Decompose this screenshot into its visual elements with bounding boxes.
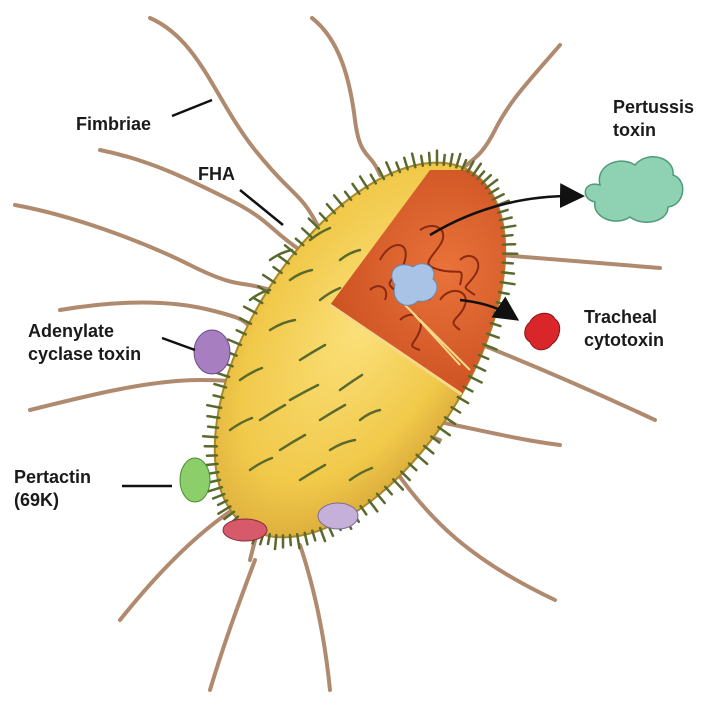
fimbria-strand: [395, 470, 555, 600]
fimbria-strand: [210, 560, 255, 690]
surface-spike: [327, 204, 335, 213]
fimbria-strand: [120, 505, 240, 620]
surface-spike: [334, 195, 343, 206]
pertactin-blob: [180, 458, 210, 502]
label-tracheal-cytotoxin: Tracheal cytotoxin: [584, 306, 664, 352]
surface-spike: [320, 213, 327, 220]
label-pertussis-toxin: Pertussis toxin: [613, 96, 694, 142]
surface-spike: [482, 175, 491, 183]
surface-spike: [503, 263, 513, 264]
inner-vesicle: [392, 264, 437, 306]
surface-spike: [268, 534, 270, 544]
pertussis-toxin-blob: [585, 157, 682, 222]
fimbria-strand: [150, 18, 320, 230]
fimbria-strand: [430, 420, 560, 445]
surface-spike: [360, 177, 368, 189]
surface-spike: [244, 307, 256, 314]
surface-spike: [502, 272, 514, 273]
surface-spike: [503, 235, 513, 236]
surface-spike: [302, 229, 311, 237]
label-pertactin: Pertactin (69K): [14, 466, 91, 512]
surface-spike: [377, 494, 385, 503]
fimbria-strand: [470, 340, 655, 420]
adenylate-leader: [162, 338, 195, 350]
fimbria-strand: [300, 545, 330, 690]
surface-spike: [279, 256, 289, 263]
adenylate-cyclase-toxin-blob: [194, 330, 230, 374]
fimbria-strand: [15, 205, 270, 290]
label-fha: FHA: [198, 163, 235, 186]
surface-spike: [369, 500, 377, 511]
surface-protein-lilac: [318, 503, 358, 529]
fimbriae-leader: [172, 100, 212, 116]
fimbria-strand: [455, 45, 560, 175]
surface-spike: [486, 180, 497, 188]
fimbria-strand: [500, 255, 660, 268]
surface-spike: [203, 436, 217, 437]
surface-spike: [421, 156, 423, 166]
surface-spike: [208, 416, 220, 418]
surface-spike: [409, 463, 416, 470]
label-fimbriae: Fimbriae: [76, 113, 151, 136]
fimbria-strand: [312, 18, 380, 175]
surface-spike: [444, 155, 445, 165]
tracheal-cytotoxin-blob: [525, 313, 560, 350]
surface-spike: [263, 275, 275, 283]
surface-protein-red: [223, 519, 267, 541]
surface-spike: [275, 535, 276, 549]
surface-spike: [429, 153, 430, 165]
surface-spike: [417, 455, 428, 464]
surface-spike: [438, 427, 449, 435]
surface-spike: [469, 376, 482, 382]
surface-spike: [424, 446, 433, 454]
label-adenylate-cyclase-toxin: Adenylate cyclase toxin: [28, 320, 141, 366]
surface-spike: [353, 184, 360, 194]
surface-spike: [208, 427, 218, 428]
surface-spike: [290, 535, 291, 545]
surface-spike: [473, 164, 481, 176]
surface-spike: [385, 487, 392, 495]
